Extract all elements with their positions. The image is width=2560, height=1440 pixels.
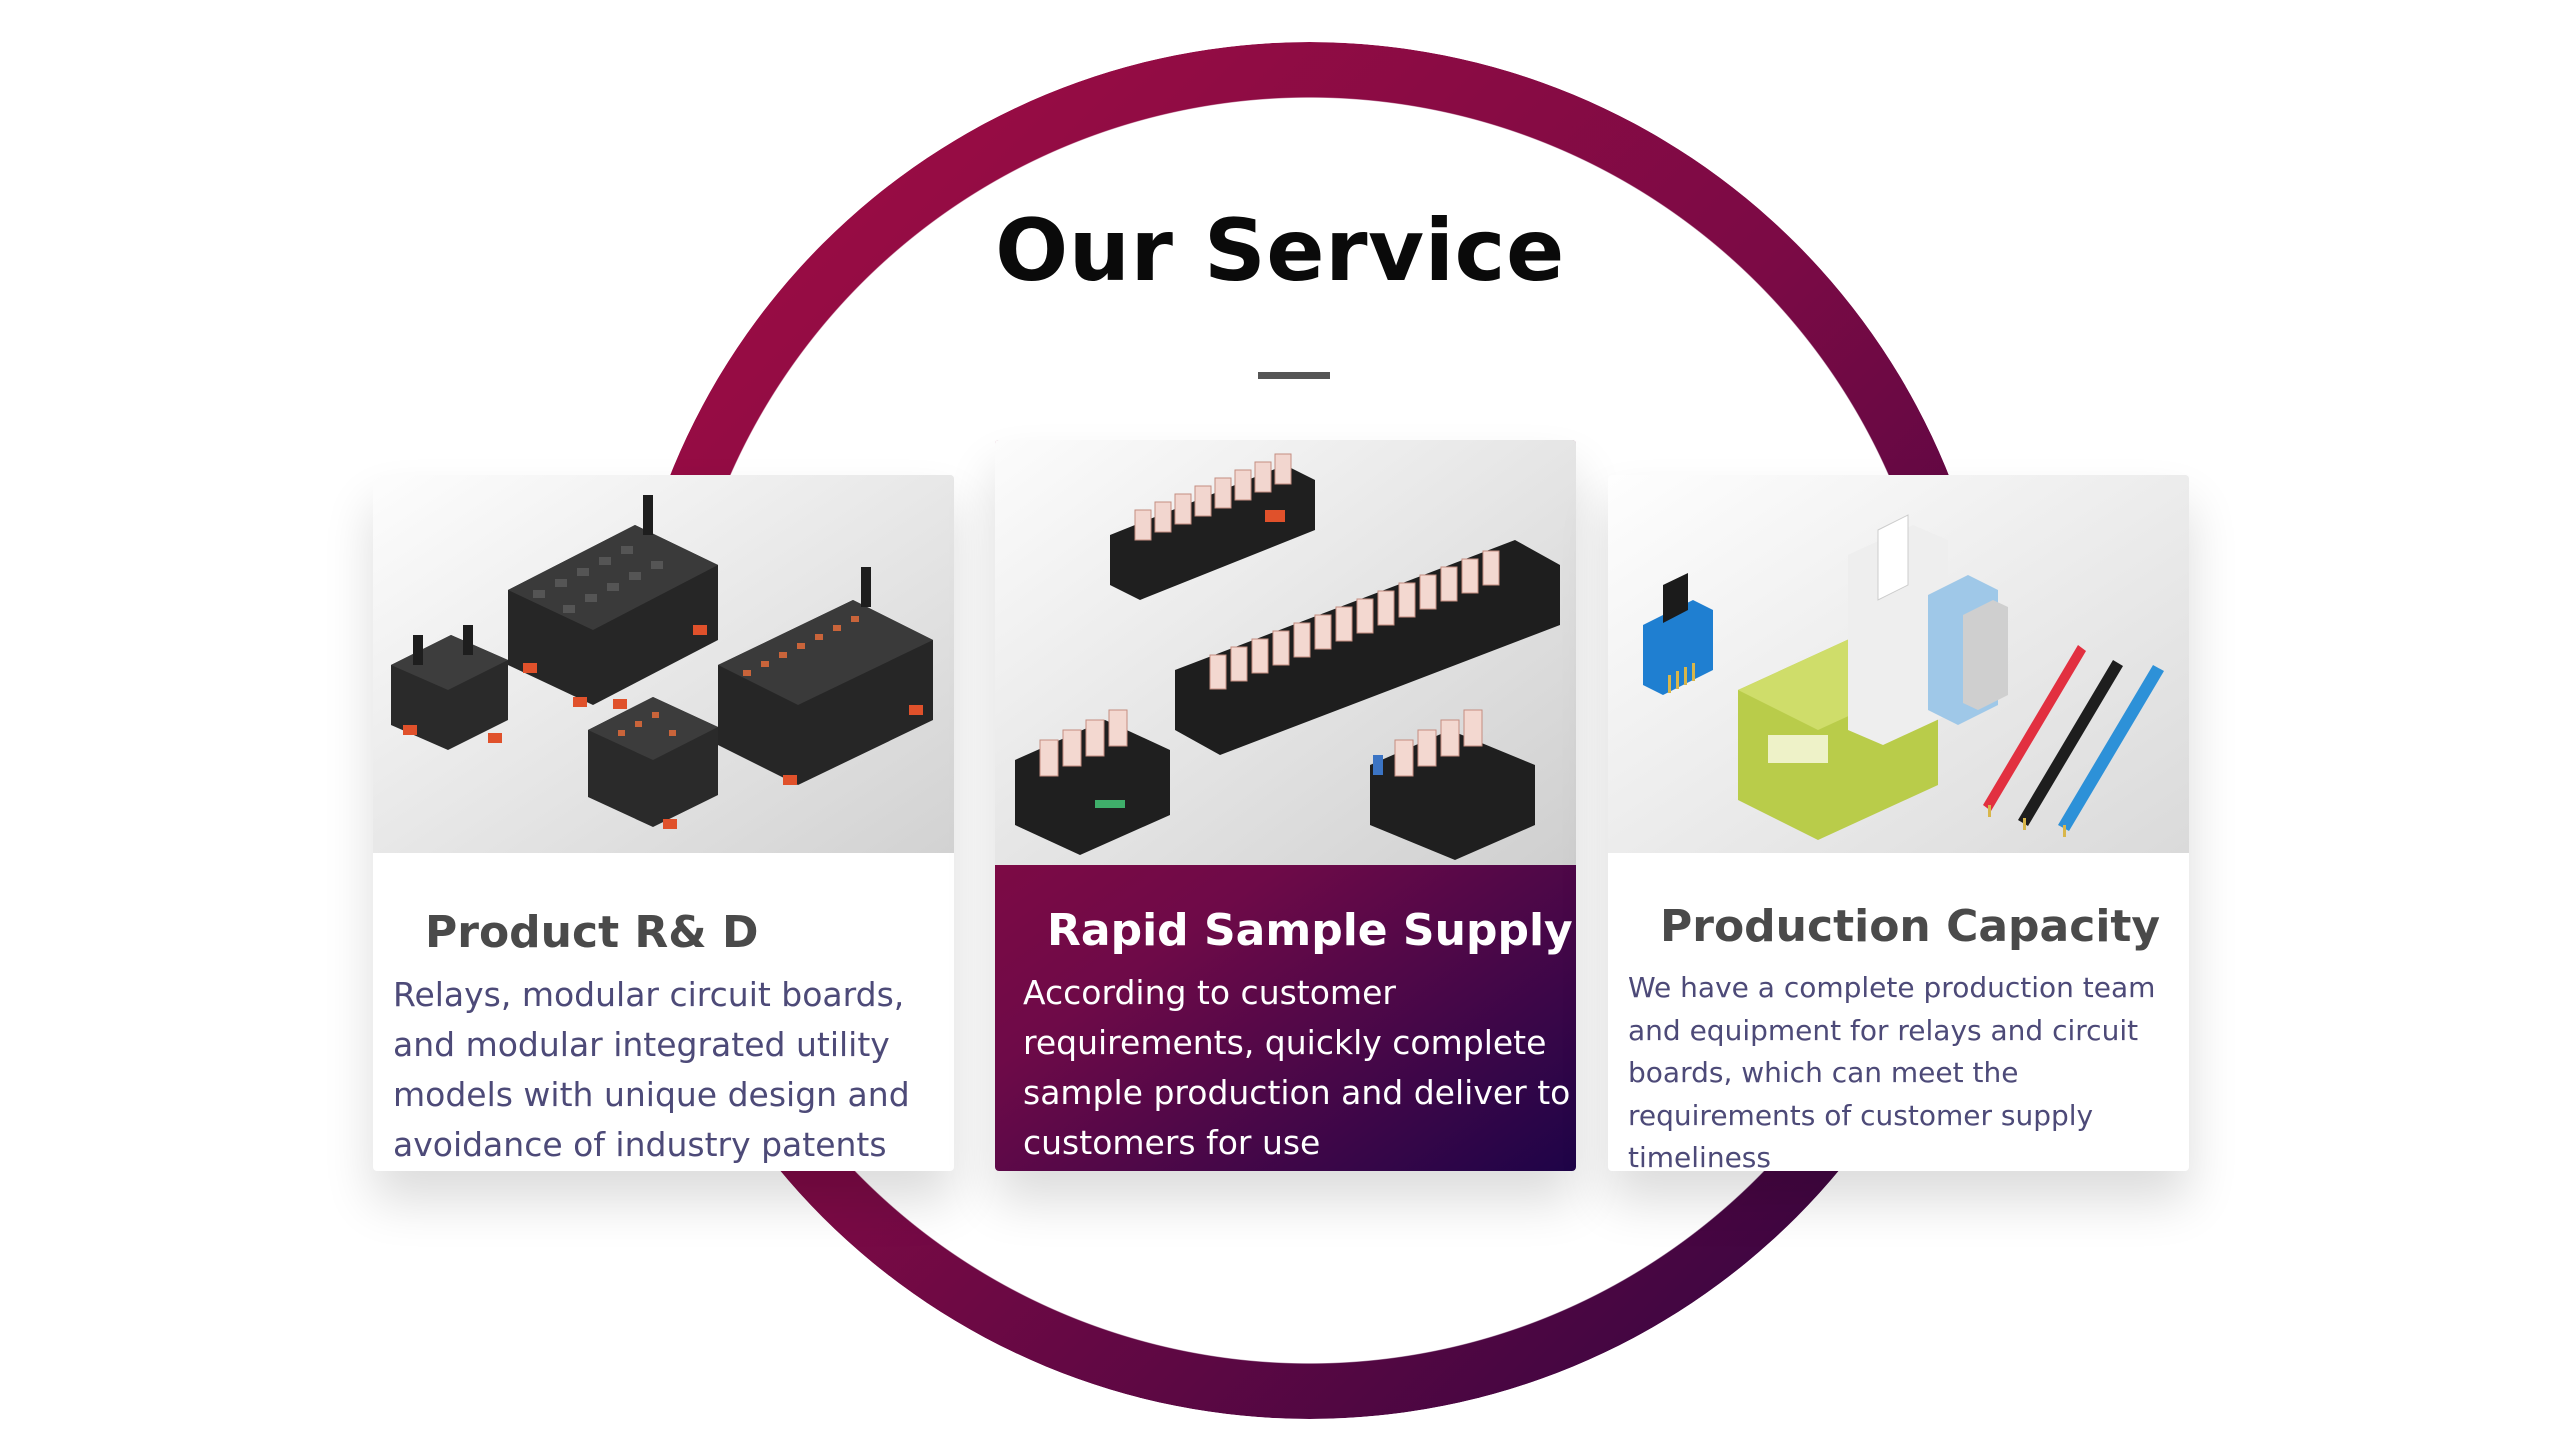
service-card-production-capacity[interactable]: Production Capacity We have a complete p… [1608, 475, 2189, 1171]
service-card-product-rd[interactable]: Product R& D Relays, modular circuit boa… [373, 475, 954, 1171]
section-title: Our Service [995, 201, 1565, 301]
title-divider [1258, 372, 1330, 379]
din-rail-relay-image [1608, 475, 2189, 853]
card-description: We have a complete production team and e… [1628, 971, 2156, 1171]
card-description: Relays, modular circuit boards, and modu… [393, 975, 910, 1165]
card-title: Production Capacity [1660, 901, 2161, 952]
relay-module-image [373, 475, 954, 853]
relay-board-image [995, 440, 1576, 865]
service-card-rapid-sample-supply[interactable]: Rapid Sample Supply According to custome… [995, 440, 1576, 1171]
card-title: Product R& D [425, 907, 759, 958]
card-title: Rapid Sample Supply [1047, 905, 1573, 956]
card-description: According to customer requirements, quic… [1023, 973, 1571, 1163]
